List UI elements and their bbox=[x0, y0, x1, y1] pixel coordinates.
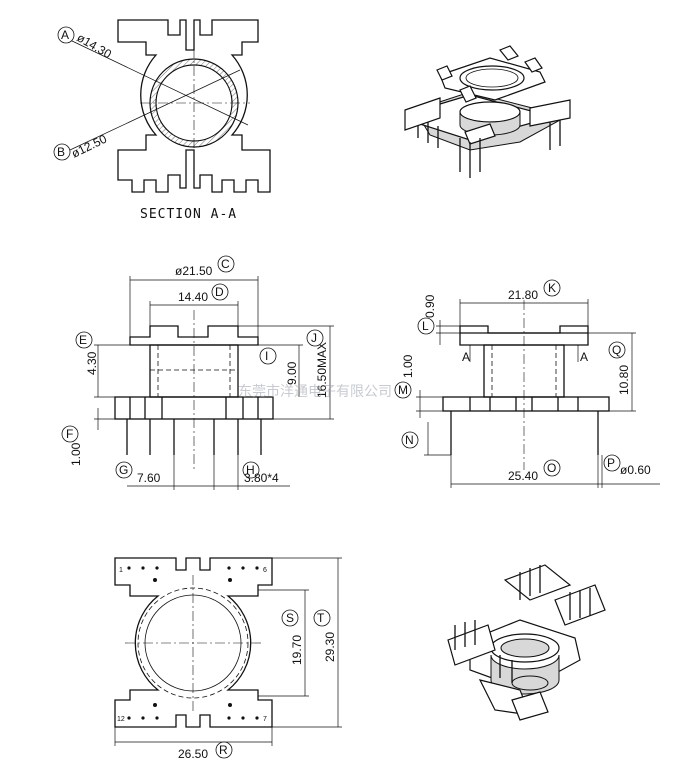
dim-T: 29.30 bbox=[323, 632, 337, 662]
watermark: 东莞市洋通电子有限公司 bbox=[238, 383, 392, 399]
front-view: ø21.50 C 14.40 D 4.30 E 1.00 F G 7.60 H … bbox=[61, 255, 334, 490]
dim-M: 1.00 bbox=[401, 354, 415, 378]
dim-E: 4.30 bbox=[85, 351, 99, 375]
dim-H: 3.80*4 bbox=[244, 471, 279, 485]
dim-O: 25.40 bbox=[508, 469, 538, 483]
label-E: E bbox=[79, 333, 87, 347]
bottom-view: 1 6 7 12 26.50 R 19.70 S 29.30 T bbox=[114, 557, 342, 761]
label-A: A bbox=[61, 28, 69, 42]
dim-P: ø0.60 bbox=[620, 463, 651, 477]
pin-12-label: 12 bbox=[117, 716, 125, 723]
label-T: T bbox=[317, 611, 325, 625]
label-F: F bbox=[66, 427, 73, 441]
label-M: M bbox=[398, 383, 408, 397]
label-D: D bbox=[215, 285, 224, 299]
section-mark-left: A bbox=[462, 350, 470, 364]
dim-D: 14.40 bbox=[178, 290, 208, 304]
label-J: J bbox=[311, 331, 317, 345]
pin-6-label: 6 bbox=[263, 567, 267, 574]
dim-Q: 10.80 bbox=[617, 365, 631, 395]
label-C: C bbox=[221, 257, 230, 271]
label-N: N bbox=[405, 433, 414, 447]
side-view: A A 21.80 K 0.90 L 1.00 M N 25.40 O bbox=[394, 279, 660, 488]
iso-view-bottom bbox=[447, 564, 606, 721]
dim-R: 26.50 bbox=[178, 747, 208, 761]
dim-K: 21.80 bbox=[508, 288, 538, 302]
label-B: B bbox=[57, 145, 65, 159]
pin-7-label: 7 bbox=[263, 716, 267, 723]
label-K: K bbox=[548, 281, 556, 295]
pin-1-label: 1 bbox=[119, 567, 123, 574]
dim-S: 19.70 bbox=[290, 635, 304, 665]
label-I: I bbox=[265, 349, 268, 363]
section-view: A ø14.30 B ø12.50 SECTION A-A bbox=[53, 19, 271, 222]
dim-section-outer: ø14.30 bbox=[75, 30, 115, 61]
label-L: L bbox=[422, 319, 429, 333]
label-P: P bbox=[607, 456, 615, 470]
dim-C: ø21.50 bbox=[175, 264, 213, 278]
label-S: S bbox=[286, 611, 294, 625]
section-title: SECTION A-A bbox=[140, 207, 237, 222]
dim-J: 16.50MAX bbox=[315, 342, 329, 398]
dim-section-inner: ø12.50 bbox=[69, 132, 109, 161]
label-O: O bbox=[547, 461, 556, 475]
iso-view-top bbox=[404, 45, 571, 178]
section-mark-right: A bbox=[580, 350, 588, 364]
label-R: R bbox=[219, 743, 228, 757]
dim-I: 9.00 bbox=[285, 361, 299, 385]
label-H: H bbox=[246, 463, 255, 477]
label-Q: Q bbox=[612, 343, 621, 357]
dim-F: 1.00 bbox=[69, 442, 83, 466]
dim-L: 0.90 bbox=[423, 294, 437, 318]
dim-G: 7.60 bbox=[137, 471, 161, 485]
label-G: G bbox=[119, 463, 128, 477]
